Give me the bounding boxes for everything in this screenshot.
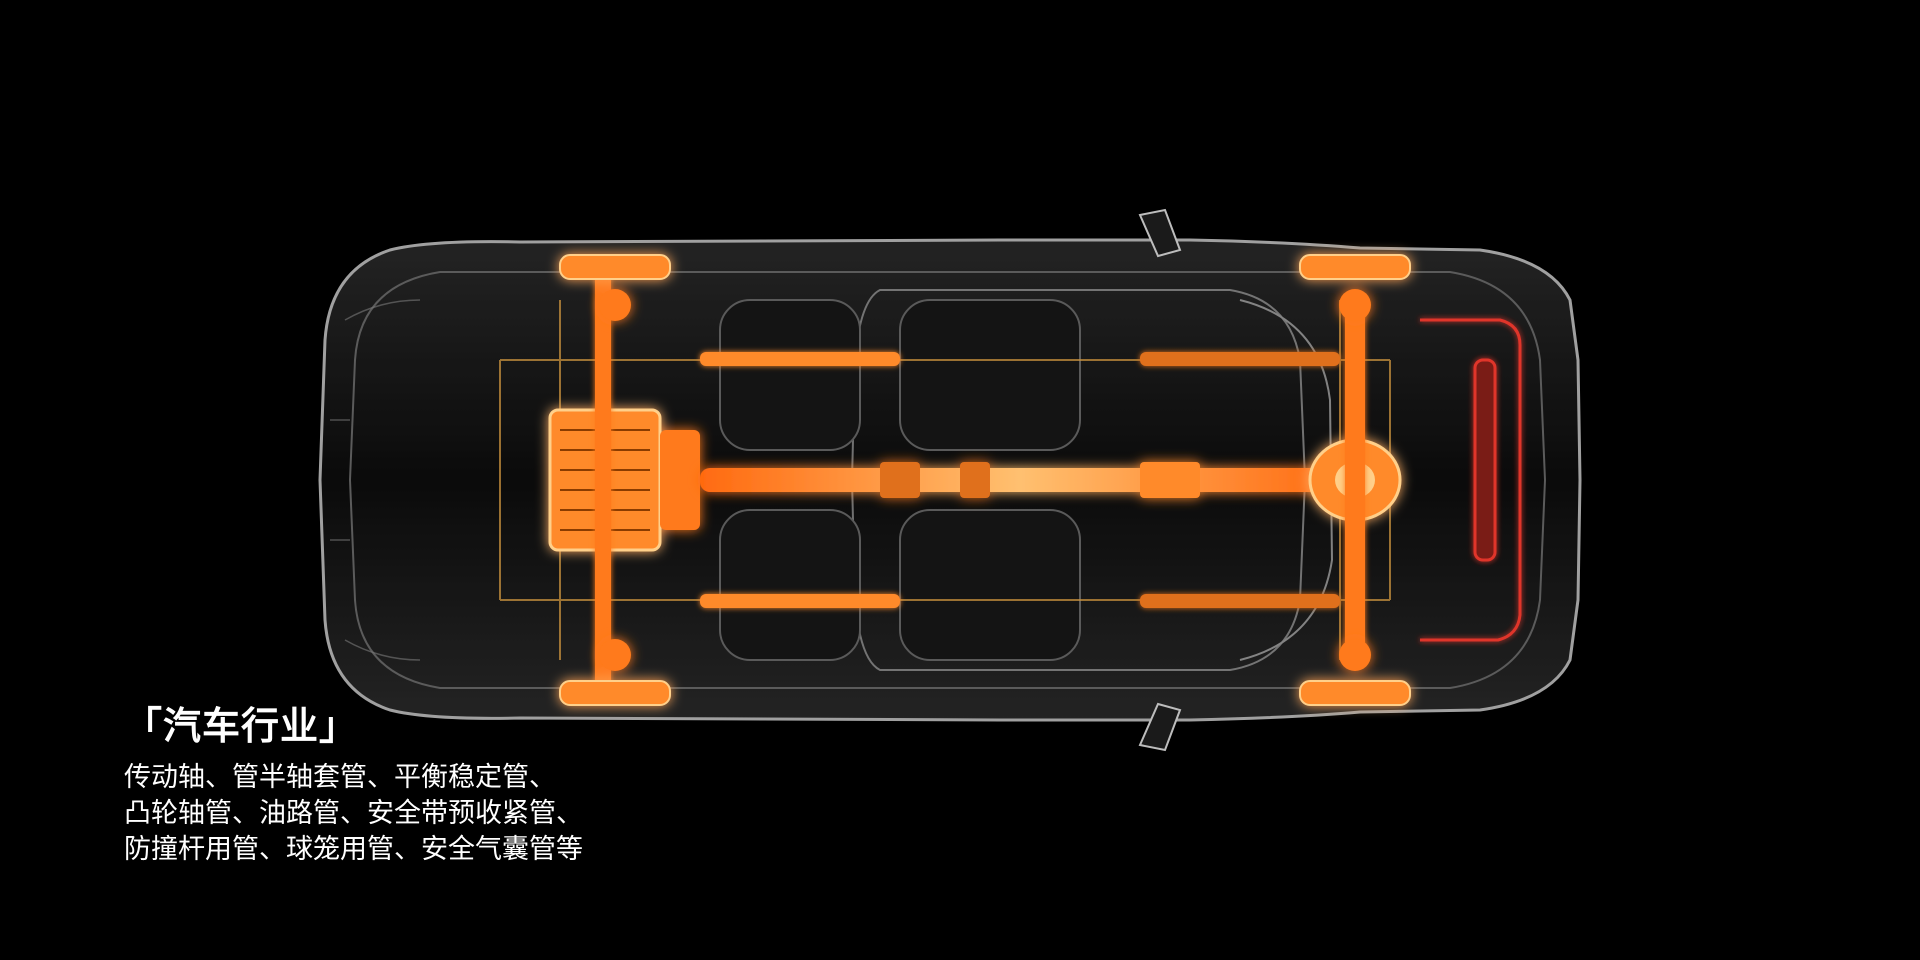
caption-title: 「汽车行业」 (124, 704, 359, 748)
wheel-assemblies (559, 254, 1411, 706)
body-details (330, 299, 421, 661)
front-left-wheel (559, 254, 671, 321)
caption-block: 「汽车行业」 传动轴、管半轴套管、平衡稳定管、 凸轮轴管、油路管、安全带预收紧管… (124, 700, 583, 868)
side-mirrors (1138, 208, 1182, 752)
half-shafts (700, 352, 1340, 608)
caption-line: 防撞杆用管、球笼用管、安全气囊管等 (124, 834, 583, 865)
car-seats (719, 299, 1081, 661)
caption-line: 传动轴、管半轴套管、平衡稳定管、 (124, 762, 556, 793)
caption-line: 凸轮轴管、油路管、安全带预收紧管、 (124, 798, 583, 829)
drive-shaft (700, 462, 1340, 498)
engine-block (548, 408, 700, 552)
brake-line (1420, 318, 1522, 642)
rear-left-wheel (1299, 254, 1411, 321)
front-axle (595, 270, 611, 690)
rear-axle (1345, 300, 1365, 660)
front-right-wheel (559, 639, 671, 706)
rear-right-wheel (1299, 639, 1411, 706)
